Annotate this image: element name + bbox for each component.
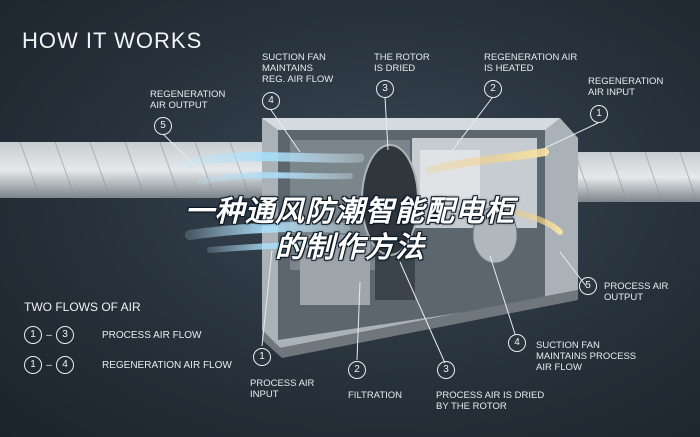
leader-lines xyxy=(162,96,599,364)
callout-label: FILTRATION xyxy=(348,390,403,401)
flow-end-number: 4 xyxy=(56,356,74,374)
flows-title: TWO FLOWS OF AIR xyxy=(24,300,141,314)
callout-number: 2 xyxy=(348,361,366,379)
callout-number: 5 xyxy=(579,277,597,295)
flow-dash: – xyxy=(46,359,52,371)
overlay-title-line-1: 一种通风防潮智能配电柜 xyxy=(184,196,515,228)
callout-number: 4 xyxy=(508,334,526,352)
airflow xyxy=(175,148,563,253)
callout-number: 3 xyxy=(376,80,394,98)
callout-number: 1 xyxy=(253,348,271,366)
callout-number: 5 xyxy=(154,117,172,135)
right-duct xyxy=(555,151,700,203)
flow-start-number: 1 xyxy=(24,326,42,344)
flow-label: REGENERATION AIR FLOW xyxy=(102,359,232,371)
flow-dash: – xyxy=(46,329,52,341)
flow-legend-row: 1 – 3 PROCESS AIR FLOW xyxy=(24,325,201,345)
callout-number: 1 xyxy=(590,105,608,123)
flow-label: PROCESS AIR FLOW xyxy=(102,329,202,341)
overlay-title-line-2: 的制作方法 xyxy=(274,232,425,264)
flow-legend-row: 1 – 4 REGENERATION AIR FLOW xyxy=(24,355,232,375)
callout-number: 3 xyxy=(437,361,455,379)
callout-number: 2 xyxy=(484,80,502,98)
flow-end-number: 3 xyxy=(56,326,74,344)
page-title: HOW IT WORKS xyxy=(22,28,203,53)
flow-start-number: 1 xyxy=(24,356,42,374)
callout-number: 4 xyxy=(262,92,280,110)
left-duct xyxy=(0,141,285,199)
